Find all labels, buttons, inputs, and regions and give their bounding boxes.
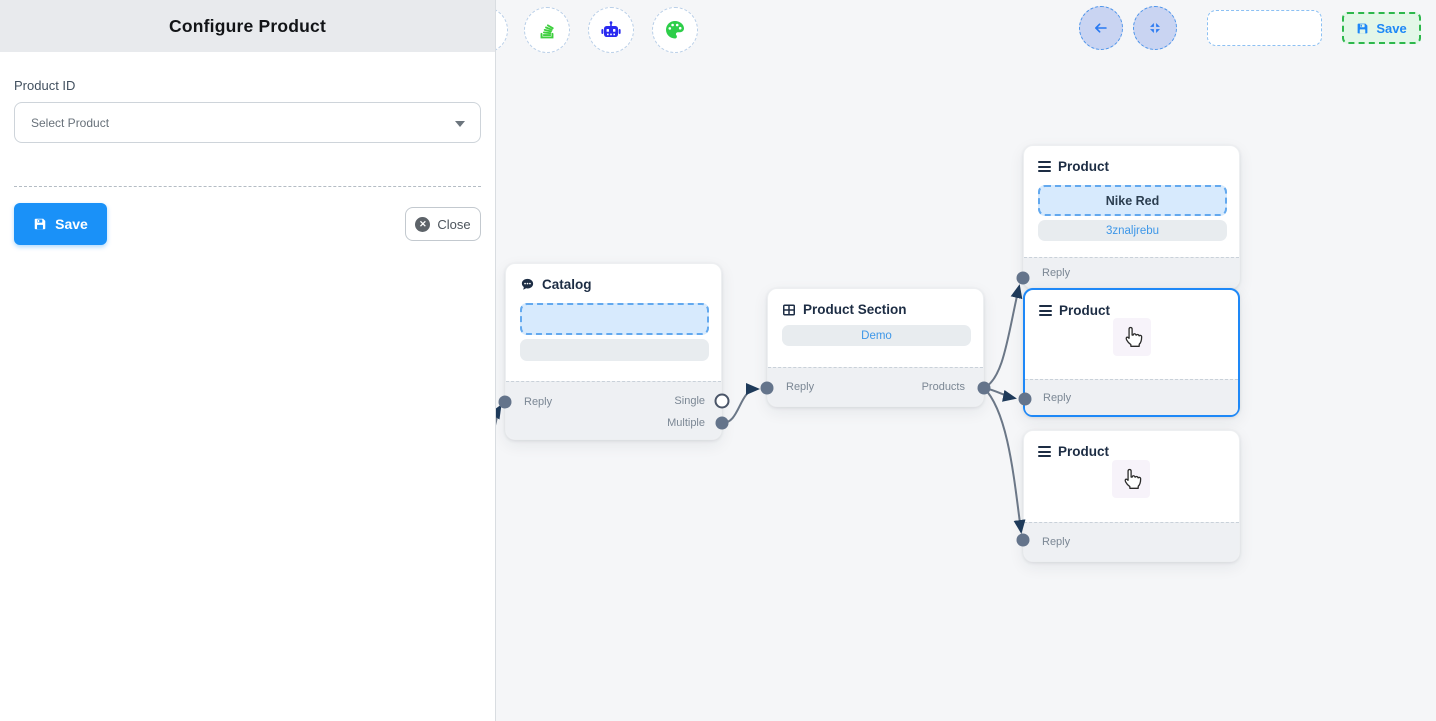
node-catalog[interactable]: Catalog Reply Single Multiple [505,263,722,440]
product-item-secondary[interactable]: 3znaljrebu [1038,220,1227,241]
handle-label-reply: Reply [786,381,815,393]
node-title-label: Product [1059,303,1111,318]
catalog-secondary-slot[interactable] [520,339,709,361]
node-footer: Reply Single Multiple [506,381,721,439]
hand-cursor-icon [1124,468,1142,489]
node-title-label: Product [1058,159,1110,174]
section-item-demo[interactable]: Demo [782,325,971,346]
flow-save-label: Save [1376,20,1407,36]
close-icon: ✕ [415,216,431,232]
table-grid-icon [783,304,795,315]
node-product-section[interactable]: Product Section Demo Reply Products [767,288,984,407]
menu-icon [1038,446,1051,457]
back-button[interactable] [1079,6,1123,50]
toolbar-bot-button[interactable] [588,7,634,53]
chevron-down-icon [455,121,465,127]
product-item-selected[interactable]: Nike Red [1038,185,1227,216]
node-footer: Reply Products [768,367,983,406]
handle-label-reply: Reply [524,396,553,408]
node-product-bottom[interactable]: Product Reply [1023,430,1240,562]
close-button-label: Close [437,216,471,232]
product-item-primary-label: Nike Red [1105,193,1160,208]
menu-icon [1038,161,1051,172]
edge-into-catalog-reply [496,404,502,426]
menu-icon [1039,305,1052,316]
node-footer: Reply [1024,257,1239,288]
product-select[interactable]: Select Product [14,102,481,143]
save-button-label: Save [55,216,88,232]
chat-bubble-icon [521,278,534,290]
edge-products-to-product-middle [983,387,1017,402]
robot-icon [601,21,621,37]
flow-canvas[interactable]: Save Catalog Reply Single Multiple [496,0,1436,721]
product-item-secondary-label: 3znaljrebu [1105,224,1160,237]
cursor-highlight [1113,318,1151,356]
toolbar-layers-button[interactable] [524,7,570,53]
handle-label-multiple: Multiple [667,417,705,429]
panel-divider [14,186,481,187]
toolbar-partial-button[interactable] [496,7,508,53]
edge-products-to-product-bottom [983,387,1026,534]
panel-title: Configure Product [168,15,326,36]
save-floppy-icon [1357,23,1368,33]
cursor-highlight [1112,460,1150,498]
save-button[interactable]: Save [14,203,107,245]
node-footer: Reply [1024,522,1239,561]
compress-icon [1150,23,1160,33]
handle-label-single: Single [674,395,705,407]
palette-icon [666,21,684,39]
configure-product-panel: Configure Product Product ID Select Prod… [0,0,496,721]
edge-products-to-product-top [983,284,1023,389]
node-title-label: Catalog [542,277,592,292]
handle-label-products: Products [921,381,965,393]
panel-body: Product ID Select Product [0,52,495,187]
edge-catalog-multiple-to-section-reply [721,383,760,425]
fit-view-button[interactable] [1133,6,1177,50]
node-footer: Reply [1025,379,1238,415]
panel-header: Configure Product [0,0,495,52]
handle-label-reply: Reply [1042,267,1071,279]
back-arrow-icon [1095,23,1107,33]
handle-label-reply: Reply [1043,391,1072,404]
empty-dashed-slot[interactable] [1207,10,1322,46]
node-title-label: Product [1058,444,1110,459]
hand-cursor-icon [1125,326,1143,347]
handle-label-reply: Reply [1042,536,1071,548]
close-button[interactable]: ✕ Close [405,207,481,241]
product-id-label: Product ID [14,78,76,93]
flow-save-button[interactable]: Save [1342,12,1421,44]
node-product-top[interactable]: Product Nike Red 3znaljrebu Reply [1023,145,1240,289]
node-title-label: Product Section [803,302,907,317]
save-floppy-icon [34,218,46,230]
product-select-value: Select Product [31,115,110,130]
layers-stack-icon [540,24,554,39]
node-product-middle[interactable]: Product Reply [1023,288,1240,417]
toolbar-theme-button[interactable] [652,7,698,53]
catalog-selected-slot[interactable] [520,303,709,335]
section-item-label: Demo [861,329,892,342]
panel-actions: Save ✕ Close [0,187,495,245]
